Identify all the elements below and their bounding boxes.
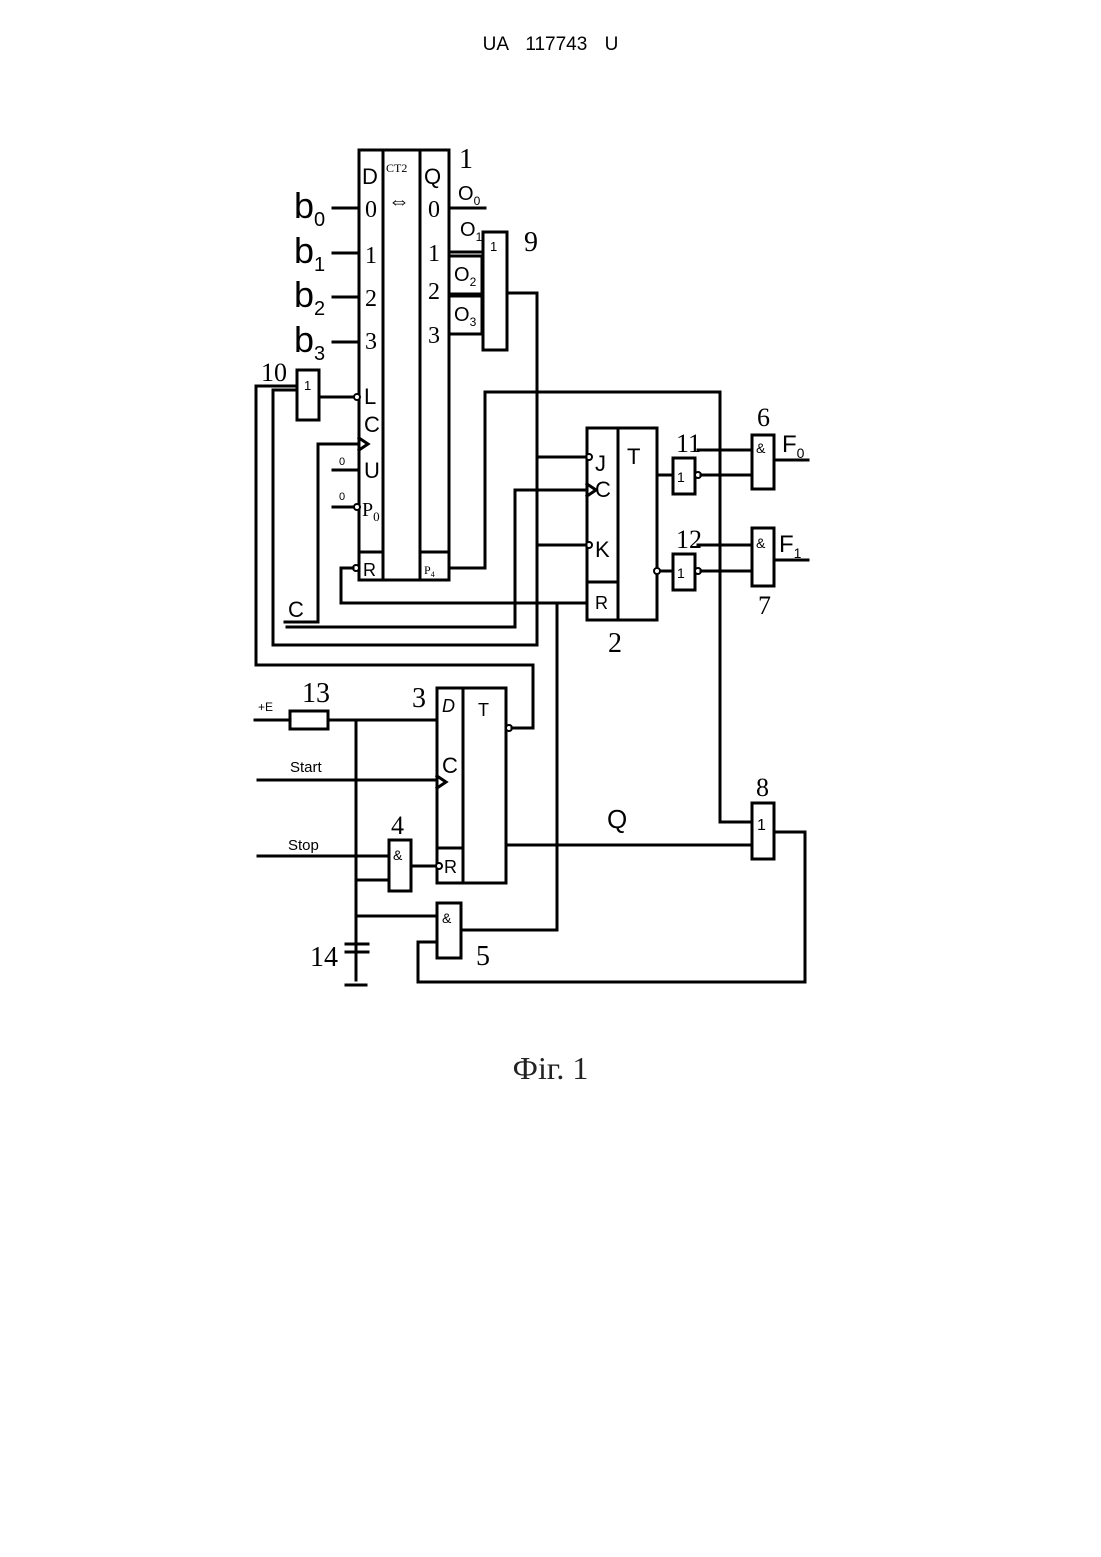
output-o1: O1 bbox=[460, 219, 483, 244]
input-b0: b0 bbox=[294, 185, 325, 231]
counter-out-2: 2 bbox=[428, 279, 440, 305]
element-number-6: 6 bbox=[757, 403, 770, 432]
element-number-2: 2 bbox=[608, 628, 622, 659]
const-p0: 0 bbox=[339, 491, 345, 503]
d-trigger-3: D T C R 3 bbox=[412, 683, 512, 883]
signal-c: C bbox=[288, 597, 304, 622]
element-number-10: 10 bbox=[261, 358, 287, 387]
counter-updown-symbol: ⇔ bbox=[388, 188, 410, 213]
counter-out-0: 0 bbox=[428, 197, 440, 223]
and-gate-4: & 4 bbox=[389, 811, 411, 891]
jk-pin-k: K bbox=[595, 537, 610, 562]
element-number-5: 5 bbox=[476, 941, 490, 972]
or-gate-8-symbol: 1 bbox=[757, 817, 766, 834]
element-number-4: 4 bbox=[391, 811, 404, 840]
output-o0: O0 bbox=[458, 183, 481, 208]
resistor-13 bbox=[290, 711, 328, 729]
counter-pin-c: C bbox=[364, 412, 380, 437]
element-number-12: 12 bbox=[676, 525, 702, 554]
or-gate-8: 1 8 bbox=[752, 773, 774, 859]
counter-output-label: Q bbox=[424, 164, 441, 189]
or-gate-10-symbol: 1 bbox=[304, 378, 311, 393]
d-pin-d: D bbox=[442, 696, 455, 716]
and-gate-6: & F0 6 bbox=[752, 403, 808, 489]
and-gate-5: & 5 bbox=[356, 603, 805, 982]
capacitor-14: 14 bbox=[310, 942, 368, 985]
and-gate-7-symbol: & bbox=[756, 535, 766, 551]
not-gate-12: 1 12 bbox=[673, 525, 752, 590]
counter-type-label: CT2 bbox=[386, 161, 407, 175]
signal-power: +E bbox=[258, 700, 273, 714]
input-b3: b3 bbox=[294, 319, 325, 365]
input-b1: b1 bbox=[294, 230, 325, 276]
not-gate-11-symbol: 1 bbox=[677, 469, 685, 485]
signal-start: Start bbox=[290, 759, 323, 776]
counter-pin-l: L bbox=[364, 384, 376, 409]
const-u: 0 bbox=[339, 456, 345, 468]
counter-data-label: D bbox=[362, 164, 378, 189]
element-number-11: 11 bbox=[676, 429, 701, 458]
or-gate-9: 1 9 bbox=[483, 227, 538, 350]
element-number-8: 8 bbox=[756, 773, 769, 802]
data-inputs: b0 b1 b2 b3 bbox=[294, 185, 359, 365]
not-gate-11: 1 11 bbox=[673, 429, 752, 494]
element-number-14: 14 bbox=[310, 942, 338, 973]
and-gate-5-symbol: & bbox=[442, 910, 452, 926]
jk-pin-j: J bbox=[595, 451, 606, 476]
counter-in-3: 3 bbox=[365, 329, 377, 355]
counter-in-1: 1 bbox=[365, 243, 377, 269]
and-gate-6-symbol: & bbox=[756, 440, 766, 456]
signal-stop: Stop bbox=[288, 837, 319, 854]
counter-pin-r: R bbox=[363, 560, 376, 580]
jk-trigger-2: T J C K R 2 bbox=[586, 428, 657, 659]
counter-in-2: 2 bbox=[365, 286, 377, 312]
figure-caption: Фіг. 1 bbox=[0, 1050, 1101, 1087]
element-number-9: 9 bbox=[524, 227, 538, 258]
counter-pin-u: U bbox=[364, 458, 380, 483]
signal-q: Q bbox=[607, 804, 627, 834]
element-number-3: 3 bbox=[412, 683, 426, 714]
and-gate-4-symbol: & bbox=[393, 847, 403, 863]
or-gate-9-symbol: 1 bbox=[490, 239, 497, 254]
counter-out-1: 1 bbox=[428, 241, 440, 267]
jk-pin-r: R bbox=[595, 593, 608, 613]
counter-in-0: 0 bbox=[365, 197, 377, 223]
input-b2: b2 bbox=[294, 274, 325, 320]
and-gate-7: & F1 7 bbox=[752, 528, 808, 620]
counter-out-3: 3 bbox=[428, 323, 440, 349]
output-o3: O3 bbox=[454, 304, 477, 329]
d-pin-r: R bbox=[444, 857, 457, 877]
signal-f0: F0 bbox=[782, 431, 805, 461]
d-trigger-title: T bbox=[478, 700, 489, 720]
element-number-1: 1 bbox=[459, 144, 473, 175]
signal-f1: F1 bbox=[779, 531, 802, 561]
not-gate-12-symbol: 1 bbox=[677, 565, 685, 581]
output-o2: O2 bbox=[454, 264, 477, 289]
element-number-7: 7 bbox=[758, 591, 771, 620]
d-pin-c: C bbox=[442, 753, 458, 778]
counter-outputs: O0 O1 O2 O3 bbox=[449, 183, 485, 334]
jk-trigger-title: T bbox=[627, 444, 640, 469]
element-number-13: 13 bbox=[302, 678, 330, 709]
